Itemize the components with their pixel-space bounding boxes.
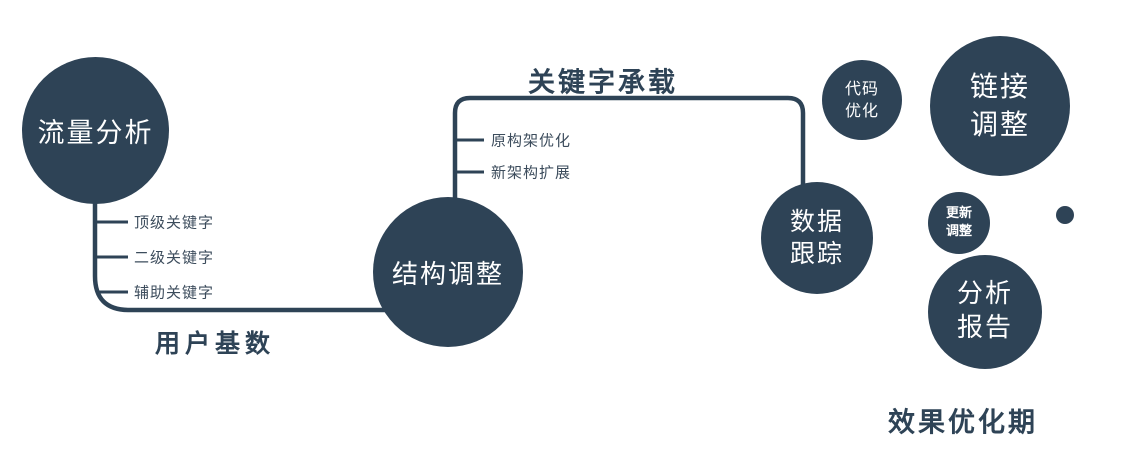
edge-traffic-to-structure [92,152,438,313]
node-label-line: 分析 [956,279,1013,310]
branch-label-original-architecture: 原构架优化 [491,131,572,150]
node-label-line: 报告 [956,313,1013,343]
branch-label-second-keywords: 二级关键字 [134,248,215,267]
node-label-line: 调整 [969,108,1030,141]
node-link-adjustment: 链接 调整 [930,36,1070,176]
node-traffic-analysis: 流量分析 [22,57,169,204]
node-label-line: 更新 [945,205,972,221]
node-label-line: 调整 [945,224,972,239]
node-label: 流量分析 [37,118,154,149]
edge-structure-to-tracking [452,95,806,215]
edge-label-user-base: 用户基数 [155,329,276,358]
branch-label-top-keywords: 顶级关键字 [134,213,215,232]
node-label-line: 跟踪 [789,239,844,268]
node-label-line: 链接 [969,70,1030,104]
node-analysis-report: 分析 报告 [928,255,1042,369]
node-label-line: 数据 [789,206,844,236]
node-code-optimization: 代码 优化 [822,60,902,140]
node-label-line: 代码 [844,79,879,99]
edge-label-keyword-bearing: 关键字承载 [528,67,678,99]
branch-label-new-architecture: 新架构扩展 [491,163,572,182]
branch-label-aux-keywords: 辅助关键字 [134,283,215,302]
node-label-line: 优化 [844,101,879,120]
caption-effect-optimization: 效果优化期 [888,407,1038,439]
node-data-tracking: 数据 跟踪 [761,182,873,294]
node-structure-adjustment: 结构调整 [373,197,523,347]
node-label: 结构调整 [391,259,504,290]
bullet-dot [1056,206,1074,224]
node-update-adjustment: 更新 调整 [928,192,990,254]
